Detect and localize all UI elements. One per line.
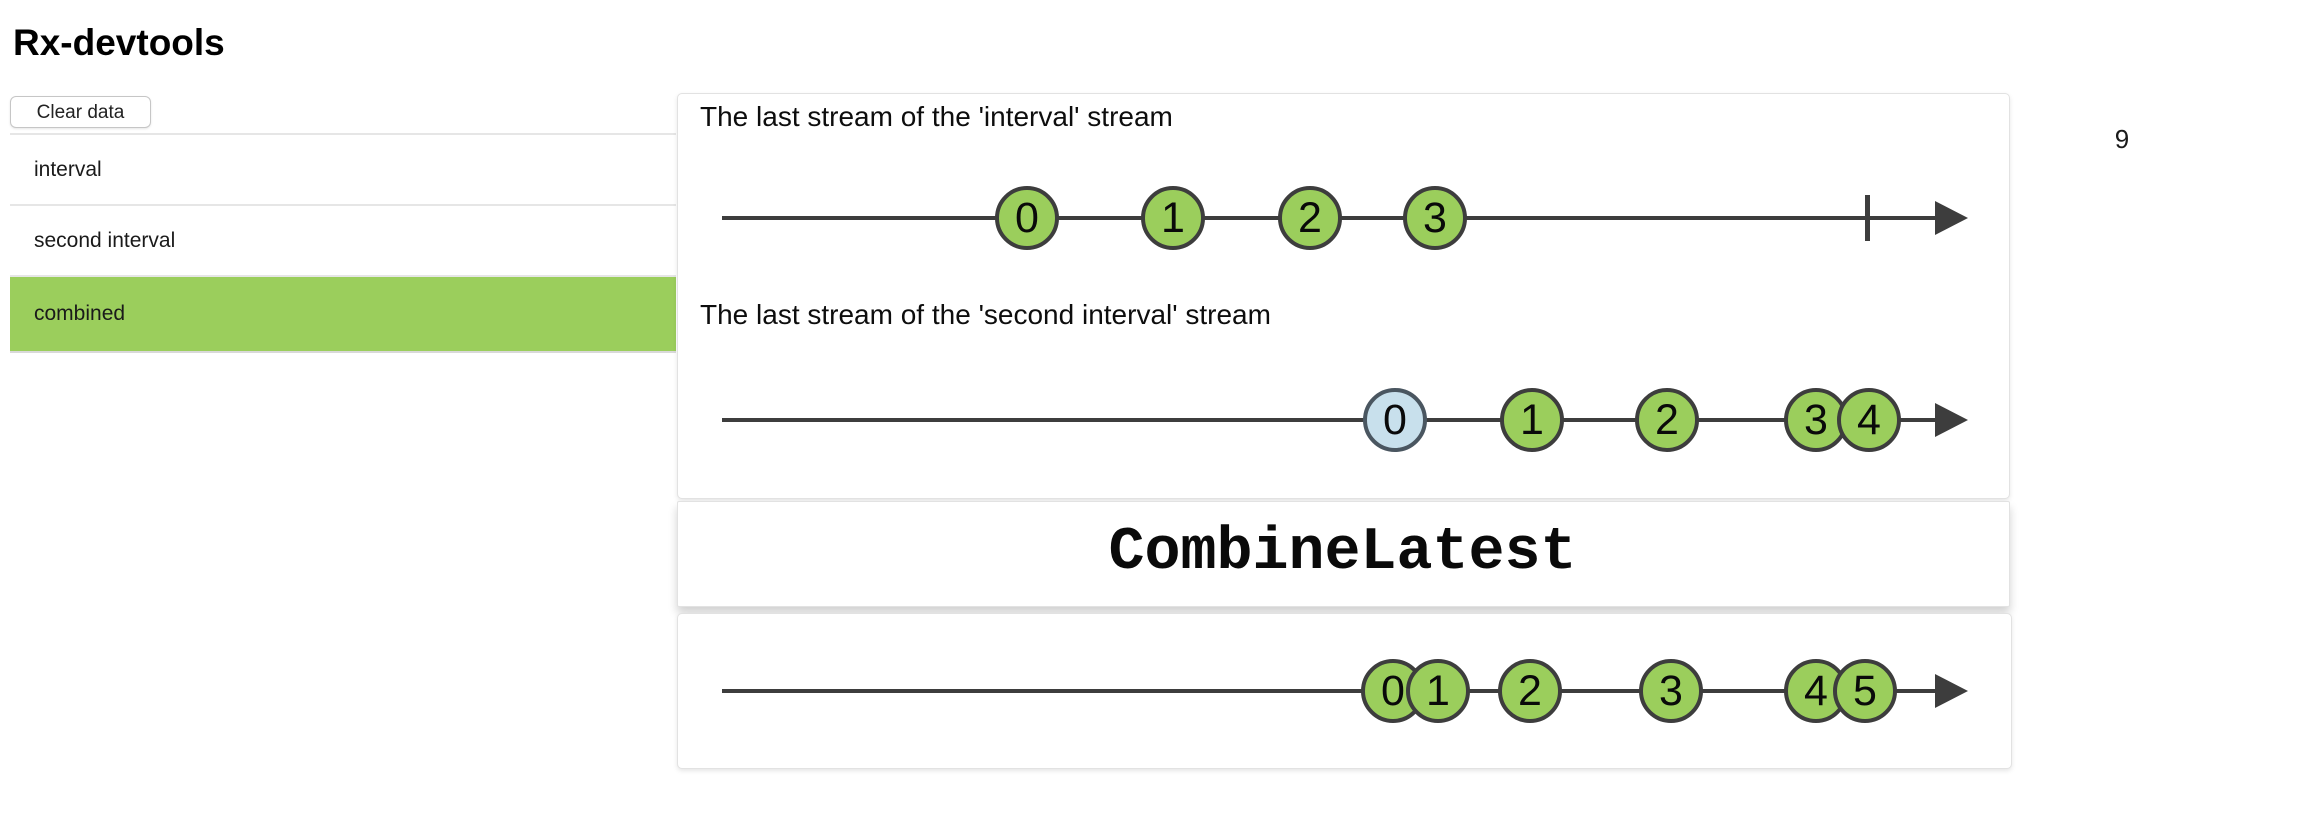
operator-label: CombineLatest: [1108, 519, 1577, 587]
timeline-line: [722, 689, 1936, 693]
marble-interval-3: 3: [1403, 186, 1467, 250]
marble-interval-1: 1: [1141, 186, 1205, 250]
second-interval-diagram-title: The last stream of the 'second interval'…: [700, 299, 1271, 330]
operator-card: [677, 501, 2010, 607]
timeline-now-tick: [1865, 195, 1870, 241]
stream-list-item-second-interval[interactable]: second interval: [10, 206, 676, 277]
event-counter: 9: [2114, 124, 2130, 154]
stream-list: interval second interval combined: [10, 133, 676, 353]
timeline-arrow-icon: [1935, 403, 1968, 437]
marble-second-interval-2: 2: [1635, 388, 1699, 452]
marble-interval-2: 2: [1278, 186, 1342, 250]
timeline-arrow-icon: [1935, 201, 1968, 235]
marble-second-interval-4: 4: [1837, 388, 1901, 452]
marble-output-5: 5: [1833, 659, 1897, 723]
marble-output-3: 3: [1639, 659, 1703, 723]
timeline-arrow-icon: [1935, 674, 1968, 708]
marble-second-interval-1: 1: [1500, 388, 1564, 452]
marble-interval-0: 0: [995, 186, 1059, 250]
marble-output-2: 2: [1498, 659, 1562, 723]
page-title: Rx-devtools: [13, 22, 225, 63]
marble-output-1: 1: [1406, 659, 1470, 723]
clear-data-button[interactable]: Clear data: [10, 96, 151, 128]
marble-second-interval-0: 0: [1363, 388, 1427, 452]
marble-output-4: 4: [1784, 659, 1848, 723]
stream-list-item-interval[interactable]: interval: [10, 135, 676, 206]
stream-list-item-combined[interactable]: combined: [10, 277, 676, 353]
timeline-line: [722, 418, 1936, 422]
interval-diagram-title: The last stream of the 'interval' stream: [700, 101, 1173, 132]
